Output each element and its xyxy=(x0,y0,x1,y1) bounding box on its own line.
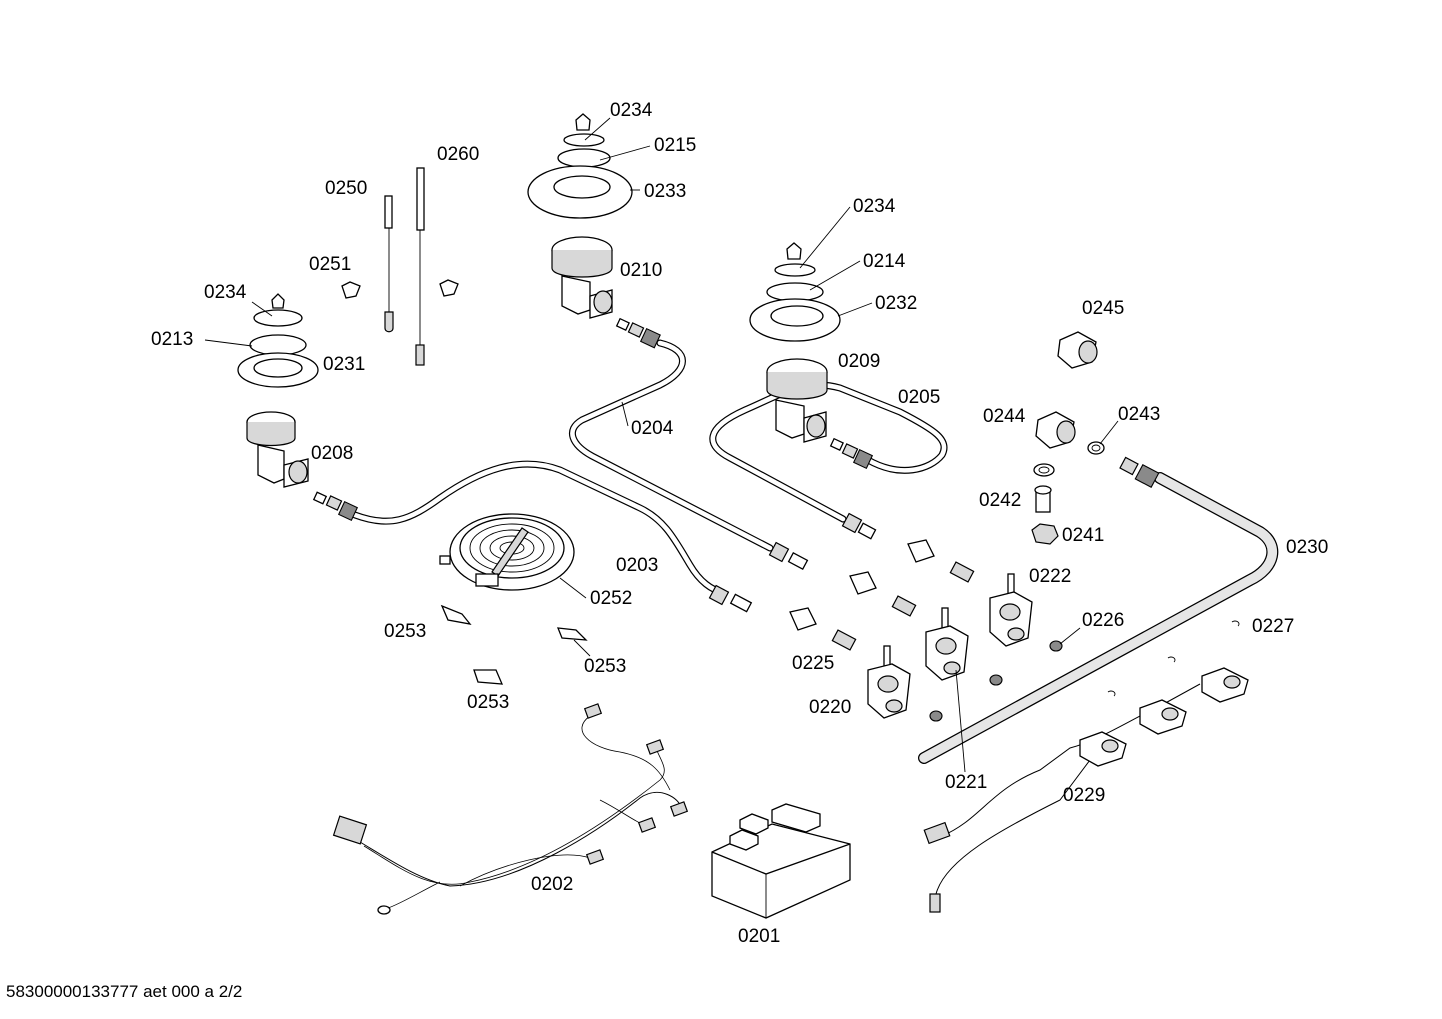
nozzle-fitting-0209 xyxy=(829,437,874,470)
label-0215: 0215 xyxy=(654,135,697,156)
label-0202: 0202 xyxy=(531,874,574,895)
gas-pipe-0203 xyxy=(351,460,726,596)
label-0226: 0226 xyxy=(1082,610,1125,631)
nut-0241 xyxy=(1031,523,1059,545)
clip-0253 xyxy=(440,604,588,685)
label-0253-mid: 0253 xyxy=(584,656,627,677)
label-0229: 0229 xyxy=(1063,785,1106,806)
hotplate-0252 xyxy=(439,513,575,591)
manifold-end-fitting xyxy=(1119,456,1160,489)
label-0208: 0208 xyxy=(311,443,354,464)
label-0221: 0221 xyxy=(945,772,988,793)
gas-valve-0222 xyxy=(989,573,1033,647)
label-0253-left: 0253 xyxy=(384,621,427,642)
label-0213: 0213 xyxy=(151,329,194,350)
ignition-electrode-0260 xyxy=(415,167,425,366)
elbow-0244 xyxy=(1035,411,1076,449)
label-0204: 0204 xyxy=(631,418,674,439)
label-0225: 0225 xyxy=(792,653,835,674)
elbow-0245 xyxy=(1057,331,1098,369)
nipple-0242 xyxy=(1034,485,1052,513)
nuts-row xyxy=(708,512,975,651)
label-0203: 0203 xyxy=(616,555,659,576)
gas-valve-0221 xyxy=(925,607,969,681)
label-0205: 0205 xyxy=(898,387,941,408)
washer-0243 xyxy=(1087,441,1105,455)
label-0234-top: 0234 xyxy=(610,100,653,121)
label-0214: 0214 xyxy=(863,251,906,272)
wiring-harness-0202 xyxy=(332,703,689,915)
label-0253-bottom: 0253 xyxy=(467,692,510,713)
label-0233: 0233 xyxy=(644,181,687,202)
label-0209: 0209 xyxy=(838,351,881,372)
label-0210: 0210 xyxy=(620,260,663,281)
burner-right xyxy=(749,242,841,443)
gas-pipe-0205 xyxy=(709,381,948,523)
thermocouple-0250 xyxy=(384,195,394,333)
ignition-module-0201 xyxy=(711,803,851,919)
gas-pipe-0204 xyxy=(568,339,774,552)
label-0227: 0227 xyxy=(1252,616,1295,637)
label-0201: 0201 xyxy=(738,926,781,947)
label-0241: 0241 xyxy=(1062,525,1105,546)
clip-0227 xyxy=(1107,620,1240,697)
label-0231: 0231 xyxy=(323,354,366,375)
label-0242: 0242 xyxy=(979,490,1022,511)
burner-left xyxy=(237,293,319,488)
label-0232: 0232 xyxy=(875,293,918,314)
label-0252: 0252 xyxy=(590,588,633,609)
gas-valve-0220 xyxy=(867,645,911,719)
document-footer-id: 58300000133777 aet 000 a 2/2 xyxy=(6,982,243,1001)
gas-manifold-0230 xyxy=(918,472,1279,764)
label-0244: 0244 xyxy=(983,406,1026,427)
o-ring-0226 xyxy=(929,640,1063,722)
label-0260: 0260 xyxy=(437,144,480,165)
leader-lines xyxy=(204,117,1119,773)
label-0222: 0222 xyxy=(1029,566,1072,587)
nozzle-fitting-0210 xyxy=(615,317,661,349)
label-0250: 0250 xyxy=(325,178,368,199)
label-0234-right: 0234 xyxy=(853,196,896,217)
washer-0242 xyxy=(1033,463,1055,477)
label-0245: 0245 xyxy=(1082,298,1125,319)
nozzle-fitting-0208 xyxy=(312,491,359,522)
burner-top xyxy=(527,113,633,319)
label-0243: 0243 xyxy=(1118,404,1161,425)
clip-0251 xyxy=(341,279,459,299)
label-0230: 0230 xyxy=(1286,537,1329,558)
label-0220: 0220 xyxy=(809,697,852,718)
ignition-switch-harness-0229 xyxy=(923,667,1249,913)
label-0234-left: 0234 xyxy=(204,282,247,303)
label-0251: 0251 xyxy=(309,254,352,275)
